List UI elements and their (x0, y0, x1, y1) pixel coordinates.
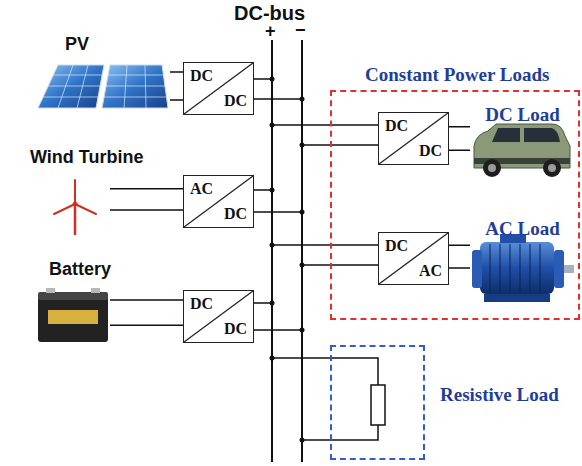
converter-label: DC (385, 118, 408, 134)
polarity-sign: + (265, 22, 276, 40)
load-box: AC Load (470, 219, 575, 314)
converter-label: AC (419, 263, 442, 279)
converter-box: DC DC (183, 62, 254, 115)
source-box: Wind Turbine (38, 178, 110, 235)
node-heading: DC Load (470, 105, 575, 126)
converter-box: DC DC (183, 290, 254, 343)
wire-connector (170, 72, 183, 100)
converter-box: DC AC (378, 232, 449, 285)
converter-box: AC DC (183, 175, 254, 228)
group-box: Constant Power LoadsDCDCDC LoadDCACAC Lo… (330, 90, 580, 320)
wire-connector (449, 127, 470, 150)
ac-motor (472, 234, 574, 302)
polarity-sign: − (295, 21, 306, 39)
node-heading: PV (65, 35, 89, 55)
bus-label: DC-bus (234, 3, 305, 23)
node-heading: Resistive Load (440, 385, 559, 406)
converter-label: DC (190, 68, 213, 84)
wire-connector (110, 189, 183, 210)
car (474, 124, 570, 177)
battery (38, 288, 108, 342)
converter-label: AC (190, 181, 213, 197)
converter-box: DC DC (378, 112, 449, 165)
converter-label: DC (224, 206, 247, 222)
source-box: Battery (35, 290, 110, 345)
bus-wire (248, 79, 378, 440)
converter-label: DC (385, 238, 408, 254)
node-heading: Constant Power Loads (365, 65, 549, 86)
node-heading: AC Load (470, 219, 575, 240)
wire-connector (449, 245, 470, 268)
group-box: Resistive Load (330, 345, 425, 460)
converter-label: DC (419, 143, 442, 159)
converter-label: DC (190, 296, 213, 312)
wind-turbine (54, 180, 96, 234)
node-heading: Battery (49, 260, 111, 280)
wire-connector (110, 300, 183, 325)
converter-label: DC (224, 93, 247, 109)
node-heading: Wind Turbine (30, 148, 143, 168)
junction-dot (270, 77, 305, 443)
pv-panel (38, 65, 168, 108)
load-box: DC Load (470, 105, 575, 184)
converter-label: DC (224, 321, 247, 337)
dc-bus (272, 40, 302, 462)
source-box: PV (35, 62, 170, 112)
resistor-symbol (371, 385, 385, 425)
